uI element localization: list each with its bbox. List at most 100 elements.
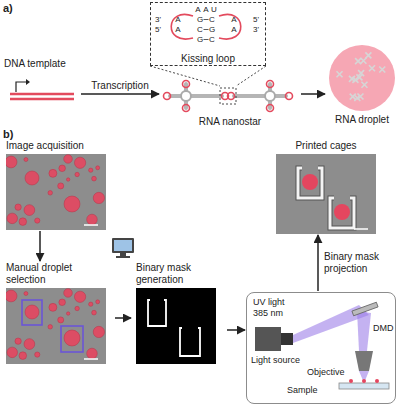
image-panel: Manual droplet selection — [2, 262, 114, 364]
setup-label: Objective — [307, 367, 345, 378]
base — [116, 256, 130, 258]
setup-label: UV light 385 nm — [253, 297, 299, 319]
rna-droplet — [58, 183, 64, 189]
node-label: DNA template — [4, 58, 80, 70]
flow-arrow — [81, 93, 159, 95]
base-letter: 5' — [155, 25, 161, 34]
micrograph-ground — [6, 288, 106, 364]
rna-droplet — [74, 291, 85, 302]
kissing-loop-end — [228, 93, 235, 100]
node-label: RNA droplet — [326, 114, 398, 126]
base-letter: 5' — [253, 15, 259, 24]
base-letter: C — [209, 35, 215, 44]
nanostar-glyph — [356, 74, 362, 80]
illustration — [160, 70, 300, 116]
nanostar-glyph — [365, 52, 371, 58]
base-letter: 3' — [253, 25, 259, 34]
illustration — [276, 154, 376, 234]
rna-droplet — [15, 204, 21, 210]
mask-cage — [180, 328, 200, 356]
node-label: Image acquisition — [2, 140, 114, 152]
setup-label: DMD — [373, 323, 394, 334]
rna-droplet — [48, 325, 53, 330]
nanostar-glyph — [369, 65, 375, 71]
kissing-loop-end — [183, 81, 190, 88]
rna-droplet — [59, 165, 66, 172]
screen — [114, 240, 132, 251]
base-letter: A — [231, 25, 236, 34]
flow-arrow — [227, 329, 245, 331]
rna-droplet — [25, 171, 39, 185]
hairpin-loop — [219, 14, 241, 39]
rna-droplet — [329, 45, 395, 111]
rna-droplet — [64, 196, 80, 212]
dna-strand — [10, 98, 74, 101]
rna-droplet — [64, 330, 80, 346]
printed-cage — [298, 168, 322, 198]
setup-label: Light source — [251, 355, 300, 366]
rna-droplet — [375, 379, 379, 383]
rna-droplet — [334, 204, 350, 220]
flow-arrow — [115, 317, 131, 319]
monitor — [112, 238, 134, 253]
rna-droplet — [362, 379, 366, 383]
dna-strand — [10, 93, 74, 96]
rna-droplet — [7, 347, 18, 358]
base-letter: A — [203, 5, 208, 14]
sample-slide — [339, 383, 389, 389]
objective-lens — [355, 351, 373, 371]
rna-droplet — [24, 292, 28, 296]
base-pair — [204, 29, 209, 30]
rna-droplet — [35, 352, 40, 357]
label-holder: UV light 385 nm — [253, 297, 299, 319]
uv-beam — [359, 371, 369, 383]
rna-droplet — [92, 310, 97, 315]
hairpin-loop — [171, 14, 193, 39]
node-label: Binary mask generation — [132, 262, 226, 286]
rna-droplet — [66, 312, 69, 315]
micrograph-ground — [6, 154, 106, 230]
base-letter: A — [175, 25, 180, 34]
rna-droplet — [96, 166, 100, 170]
base-letter: A — [195, 5, 200, 14]
computer-icon — [112, 238, 134, 258]
rna-droplet — [75, 172, 79, 176]
setup-label: Sample — [287, 385, 318, 396]
rna-droplet — [92, 176, 97, 181]
rna-droplet — [6, 290, 17, 302]
kissing-loop-end — [267, 81, 274, 88]
zoom-leader — [236, 66, 266, 86]
flow-arrow — [301, 93, 325, 95]
mask-cage — [148, 300, 166, 326]
nanostar-glyph — [379, 67, 385, 73]
nanostar-core — [181, 91, 191, 101]
illustration — [6, 154, 106, 230]
rna-droplet — [93, 326, 104, 337]
setup-box: UV light 385 nm DMD Light sourceObjectiveS… — [246, 292, 396, 404]
base-pair — [204, 39, 209, 40]
selection-rect — [61, 326, 83, 352]
node-label: RNA nanostar — [160, 116, 300, 128]
nanostar-node: RNA nanostar — [160, 68, 300, 128]
scale-bar — [354, 228, 368, 230]
promoter-arrow — [16, 82, 26, 92]
inset-label: Kissing loop — [151, 53, 265, 65]
kissing-loop-end — [267, 105, 274, 112]
rna-droplet — [96, 300, 100, 304]
rna-droplet — [89, 302, 93, 306]
selection-rect — [22, 300, 42, 325]
base-letter: 3' — [155, 15, 161, 24]
nanostar-glyph — [355, 58, 361, 64]
droplet-node: RNA droplet — [326, 40, 398, 126]
rna-droplet — [66, 178, 69, 181]
rna-droplet — [15, 338, 21, 344]
rna-droplet — [349, 379, 353, 383]
image-panel: Printed cages — [276, 140, 376, 234]
micrograph-ground — [276, 154, 376, 234]
rna-droplet — [35, 218, 40, 223]
node-label: Manual droplet selection — [2, 262, 114, 286]
kissing-loop-end — [164, 93, 171, 100]
edge-label: Binary mask projection — [322, 251, 396, 275]
scale-bar — [84, 358, 98, 360]
